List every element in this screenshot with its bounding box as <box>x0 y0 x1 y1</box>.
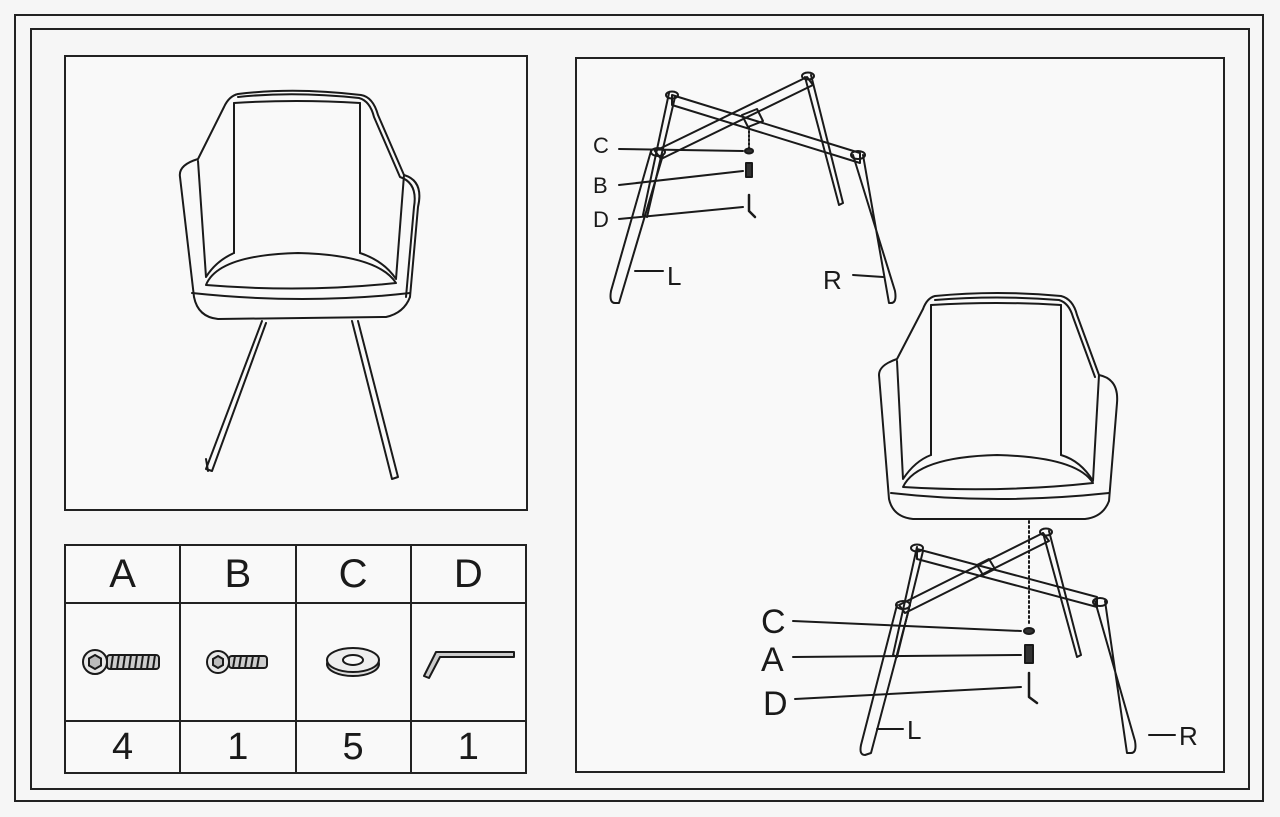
part-image-c <box>294 602 412 722</box>
part-qty-a: 4 <box>63 720 182 774</box>
part-image-d <box>409 602 528 722</box>
step2-leg-front-left <box>859 604 910 756</box>
step1-leg-front-left <box>609 150 664 304</box>
step2-label-d: D <box>763 685 788 723</box>
step2-label-right: R <box>1179 721 1198 751</box>
step2-allen-key-icon <box>1027 671 1039 705</box>
part-letter-d: D <box>409 544 528 604</box>
step1-bolt-icon <box>745 162 753 178</box>
step1-leg-frame <box>609 71 897 304</box>
step1-label-d: D <box>593 207 609 232</box>
part-image-b <box>179 602 297 722</box>
step1-label-right: R <box>823 265 842 295</box>
finished-chair-illustration <box>178 89 421 480</box>
chair-leg-front-left <box>205 320 267 472</box>
step2-bolt-icon <box>1024 644 1034 664</box>
hex-bolt-short-icon <box>205 650 268 674</box>
step2-leg-back-right <box>1042 530 1082 658</box>
washer-icon <box>326 647 381 677</box>
step2-label-c: C <box>761 603 786 641</box>
step2-label-a: A <box>761 641 784 679</box>
inner-border <box>30 28 1250 790</box>
step1-label-c: C <box>593 133 609 158</box>
step1-leg-front-right <box>852 154 897 304</box>
chair-leg-front-right <box>351 320 399 480</box>
hex-bolt-long-icon <box>81 649 160 675</box>
assembly-steps-panel: C B D L R <box>575 57 1225 773</box>
part-letter-b: B <box>179 544 297 604</box>
finished-chair-panel <box>64 55 528 511</box>
part-qty-d: 1 <box>409 720 528 774</box>
outer-border <box>14 14 1264 802</box>
step2-washer-icon <box>1023 627 1035 635</box>
step1-label-b: B <box>593 173 608 198</box>
part-qty-c: 5 <box>294 720 412 774</box>
step1-allen-key-icon <box>747 193 757 219</box>
part-image-a <box>63 602 182 722</box>
allen-key-icon <box>423 651 516 679</box>
step2-leg-front-right <box>1094 600 1137 754</box>
step2-chair-shell <box>878 292 1119 520</box>
parts-list-table: A B C D <box>63 544 528 774</box>
chair-backrest <box>233 102 361 254</box>
step1-label-left: L <box>667 261 681 291</box>
step1-leg-back-right <box>804 74 844 206</box>
part-qty-b: 1 <box>179 720 297 774</box>
chair-seat-cushion <box>205 252 397 290</box>
step2-label-left: L <box>907 715 921 745</box>
part-letter-c: C <box>294 544 412 604</box>
step2-chair-assembly <box>792 292 1176 756</box>
assembly-illustration: C B D L R <box>593 71 1198 756</box>
step1-washer-icon <box>744 147 754 155</box>
chair-shell-outline <box>178 89 421 320</box>
step2-seat-cushion <box>902 454 1094 491</box>
part-letter-a: A <box>63 544 182 604</box>
